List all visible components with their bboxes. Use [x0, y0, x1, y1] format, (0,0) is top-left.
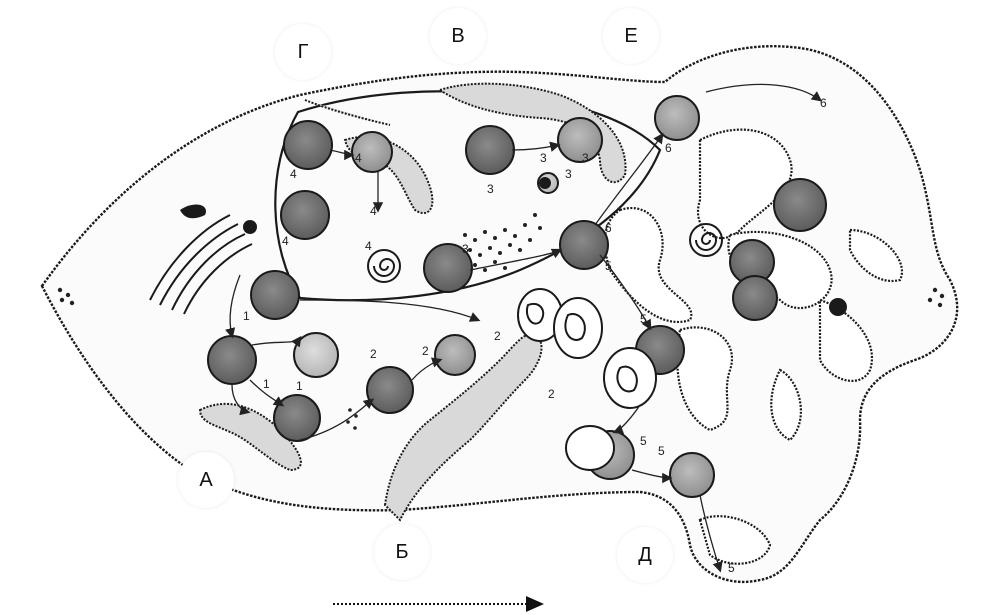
- label-a: А: [178, 452, 234, 508]
- label-b: Б: [374, 524, 430, 580]
- label-d: Д: [617, 527, 673, 583]
- label-g: Г: [275, 24, 331, 80]
- step-4-d: 4: [370, 204, 377, 218]
- step-5-b: 5: [640, 312, 647, 326]
- step-2-c: 2: [494, 329, 501, 343]
- step-5-e: 5: [728, 561, 735, 575]
- step-3-b: 3: [540, 151, 547, 165]
- step-4-e: 4: [365, 239, 372, 253]
- label-e-text: Е: [624, 25, 637, 48]
- step-6-b: 6: [605, 221, 612, 235]
- step-2-b: 2: [422, 344, 429, 358]
- step-3-a: 3: [487, 182, 494, 196]
- step-1-c: 1: [296, 379, 303, 393]
- step-1-b: 1: [263, 377, 270, 391]
- dotted-right-arrow-icon: [333, 596, 544, 612]
- label-v: В: [430, 8, 486, 64]
- label-v-text: В: [451, 25, 464, 48]
- step-4-c: 4: [355, 151, 362, 165]
- step-4-b: 4: [282, 234, 289, 248]
- label-e: Е: [603, 8, 659, 64]
- step-3-d: 3: [582, 151, 589, 165]
- label-g-text: Г: [298, 41, 309, 64]
- label-b-text: Б: [395, 541, 408, 564]
- step-5-d: 5: [658, 444, 665, 458]
- label-d-text: Д: [638, 544, 652, 567]
- step-5-a: 5: [605, 259, 612, 273]
- step-2-d: 2: [548, 387, 555, 401]
- step-6-a: 6: [665, 141, 672, 155]
- step-4-a: 4: [290, 167, 297, 181]
- label-a-text: А: [199, 469, 212, 492]
- step-2-a: 2: [370, 347, 377, 361]
- step-5-c: 5: [640, 434, 647, 448]
- cell-membrane: [42, 46, 957, 582]
- step-3-e: 3: [462, 242, 469, 256]
- step-6-c: 6: [820, 96, 827, 110]
- step-1-a: 1: [243, 309, 250, 323]
- step-3-c: 3: [565, 167, 572, 181]
